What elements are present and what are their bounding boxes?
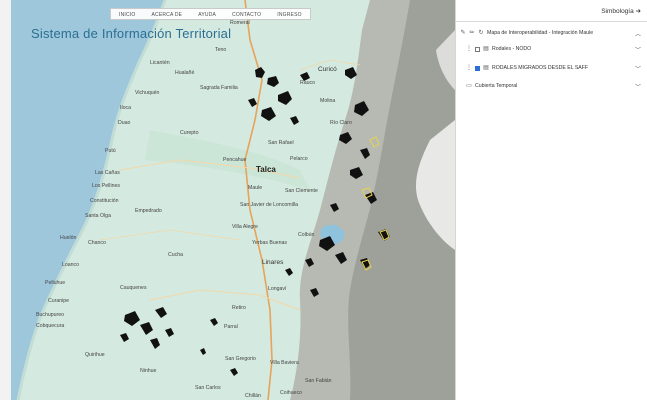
map-label: San Javier de Loncomilla — [240, 202, 298, 208]
map-label: Romeral — [230, 20, 250, 26]
basemap — [0, 0, 455, 400]
layer-checkbox-checked[interactable] — [475, 65, 480, 71]
panel-header-label: Simbología — [601, 8, 634, 15]
map-label: Talca — [256, 165, 276, 174]
map-label: Rauco — [300, 80, 315, 86]
map-label: Curicó — [318, 66, 337, 73]
legend-panel: Simbología ➜ ✎ ✏ ↻ Mapa de Interoperabil… — [455, 0, 647, 400]
folder-icon: ▭ — [466, 83, 472, 89]
map-label: Santa Olga — [85, 213, 111, 219]
map-label: Hualañé — [175, 70, 195, 76]
map-label: Putú — [105, 148, 116, 154]
map-label: Pelarco — [290, 156, 308, 162]
map-label: Cauquenes — [120, 285, 147, 291]
map-label: Pencahue — [223, 157, 247, 163]
layer-label: Mapa de Interoperabilidad - Integración … — [487, 30, 594, 36]
database-icon: ▤ — [483, 46, 489, 52]
map-label: Chanco — [88, 240, 106, 246]
chevron-down-icon[interactable]: ﹀ — [634, 48, 641, 54]
map-label: Curepto — [180, 130, 199, 136]
map-label: Los Pellines — [92, 183, 120, 189]
map-label: Empedrado — [135, 208, 162, 214]
map-label: Iloca — [120, 105, 131, 111]
layer-group-cubierta[interactable]: ▭ Cubierta Temporal ﹀ — [456, 78, 647, 94]
map-label: Pelluhue — [45, 280, 66, 286]
map-label: Duao — [118, 120, 131, 126]
map-label: San Rafael — [268, 140, 294, 146]
arrow-right-icon: ➜ — [635, 8, 641, 15]
map-label: San Carlos — [195, 385, 221, 391]
map-label: Quirihue — [85, 352, 105, 358]
top-nav: INICIO ACERCA DE AYUDA CONTACTO INGRESO — [110, 8, 311, 20]
map-label: San Gregorio — [225, 356, 256, 362]
layer-label: Cubierta Temporal — [475, 83, 518, 89]
map-label: Sagrada Familia — [200, 85, 238, 91]
map-label: Yerbas Buenas — [252, 240, 287, 246]
map-label: Cucha — [168, 252, 183, 258]
layer-group-main[interactable]: ✎ ✏ ↻ Mapa de Interoperabilidad - Integr… — [456, 25, 647, 41]
drag-handle-icon[interactable]: ⋮ — [466, 65, 472, 71]
chevron-down-icon[interactable]: ﹀ — [634, 85, 641, 91]
map-label: San Clemente — [285, 188, 318, 194]
map-label: Molina — [320, 98, 336, 104]
nav-inicio[interactable]: INICIO — [119, 12, 136, 18]
layer-item-rodales-nodo[interactable]: ⋮ ▤ Rodales - NODO ﹀ — [456, 41, 647, 57]
map-label: Parral — [224, 324, 238, 330]
simbologia-toggle[interactable]: Simbología ➜ — [601, 7, 641, 15]
map-label: Teno — [215, 47, 227, 53]
map-label: Licantén — [150, 60, 170, 66]
database-icon: ▤ — [483, 65, 489, 71]
map-label: Curanipe — [48, 298, 70, 304]
layer-checkbox[interactable] — [475, 46, 480, 52]
layer-label: RODALES MIGRADOS DESDE EL SAFF — [492, 65, 589, 71]
map-label: Villa Alegre — [232, 224, 258, 230]
pencil-icon[interactable]: ✏ — [469, 30, 475, 36]
layer-label: Rodales - NODO — [492, 46, 532, 52]
map-label: Río Claro — [330, 120, 352, 126]
map-label: Buchupureo — [36, 312, 64, 318]
map-viewport[interactable]: INICIO ACERCA DE AYUDA CONTACTO INGRESO … — [0, 0, 455, 400]
map-label: Longaví — [268, 286, 287, 292]
edit-icon[interactable]: ✎ — [460, 30, 466, 36]
map-label: Coihueco — [280, 390, 302, 396]
map-left-border — [0, 0, 11, 400]
chevron-down-icon[interactable]: ﹀ — [634, 67, 641, 73]
nav-contacto[interactable]: CONTACTO — [232, 12, 262, 18]
map-label: Huelón — [60, 235, 77, 241]
nav-ayuda[interactable]: AYUDA — [198, 12, 217, 18]
panel-header: Simbología ➜ — [456, 0, 647, 22]
map-label: Villa Baviera — [270, 360, 299, 366]
map-label: Vichuquén — [135, 90, 160, 96]
app-title: Sistema de Información Territorial — [31, 26, 232, 41]
map-label: Colbún — [298, 232, 315, 238]
map-label: Retiro — [232, 305, 246, 311]
map-label: Chillán — [245, 393, 261, 399]
drag-handle-icon[interactable]: ⋮ — [466, 46, 472, 52]
map-label: Cobquecura — [36, 323, 65, 329]
layer-item-rodales-saff[interactable]: ⋮ ▤ RODALES MIGRADOS DESDE EL SAFF ﹀ — [456, 60, 647, 76]
nav-ingreso[interactable]: INGRESO — [277, 12, 302, 18]
map-label: San Fabián — [305, 378, 332, 384]
chevron-up-icon[interactable]: ︿ — [634, 32, 641, 38]
map-label: Las Cañas — [95, 170, 120, 176]
map-label: Maule — [248, 185, 263, 191]
map-label: Constitución — [90, 198, 119, 204]
refresh-icon[interactable]: ↻ — [478, 30, 484, 36]
map-label: Loanco — [62, 262, 80, 268]
nav-acerca-de[interactable]: ACERCA DE — [151, 12, 183, 18]
map-label: Linares — [262, 259, 284, 266]
map-label: Ninhue — [140, 368, 157, 374]
